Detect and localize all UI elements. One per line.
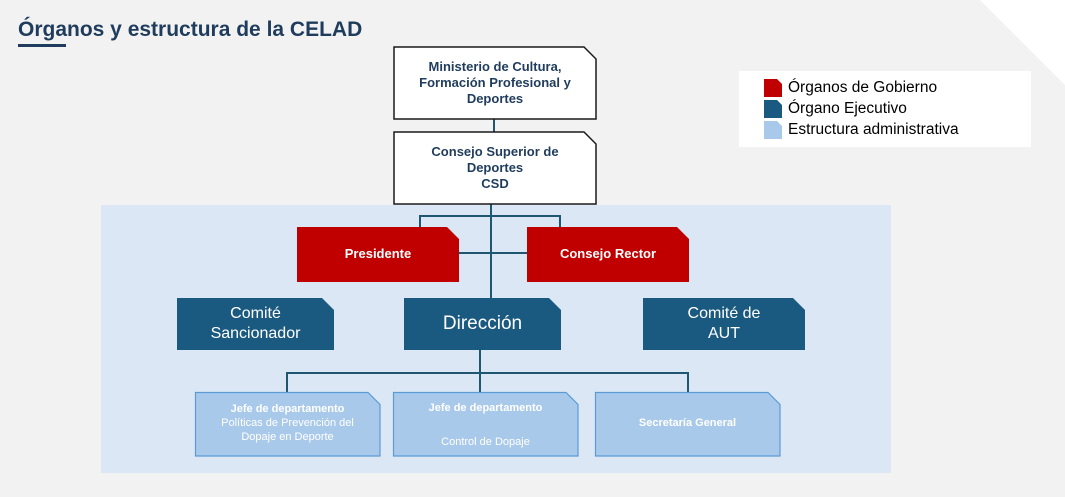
title-underline	[18, 44, 66, 47]
node-comite-aut: Comité de AUT	[643, 298, 805, 350]
node-consejo-rector: Consejo Rector	[527, 227, 689, 282]
legend-label-administrativa: Estructura administrativa	[788, 121, 959, 138]
node-secretaria-general: Secretaría General	[595, 392, 780, 456]
connector-consejo-rector	[559, 215, 561, 227]
connector-admin-horizontal	[286, 372, 689, 374]
legend-label-ejecutivo: Órgano Ejecutivo	[788, 100, 907, 117]
connector-csd-down	[490, 203, 492, 216]
connector-jefe1	[286, 372, 288, 392]
node-presidente: Presidente	[297, 227, 459, 282]
connector-presidente	[419, 215, 421, 227]
legend-item-administrativa: Estructura administrativa	[764, 121, 959, 139]
node-presidente-label: Presidente	[344, 246, 412, 262]
node-jefe-control: Jefe de departamento Control de Dopaje	[393, 392, 578, 456]
legend: Órganos de Gobierno Órgano Ejecutivo Est…	[739, 71, 1031, 147]
node-jefe-control-sub: Control de Dopaje	[441, 436, 530, 449]
node-secretaria-general-label: Secretaría General	[638, 417, 737, 430]
node-direccion: Dirección	[404, 298, 561, 350]
legend-swatch-gobierno	[764, 79, 782, 97]
node-jefe-politicas-sub: Políticas de Prevención del Dopaje en De…	[221, 417, 354, 443]
connector-direccion-down	[479, 349, 481, 373]
node-ministerio-label: Ministerio de Cultura, Formación Profesi…	[419, 58, 571, 107]
connector-secretaria	[687, 372, 689, 392]
node-jefe-control-title: Jefe de departamento	[428, 402, 543, 414]
connector-ministerio-csd	[493, 118, 495, 132]
node-consejo-rector-label: Consejo Rector	[559, 246, 657, 262]
legend-item-gobierno: Órganos de Gobierno	[764, 79, 937, 97]
node-direccion-label: Dirección	[442, 313, 523, 335]
connector-jefe2	[479, 372, 481, 392]
node-csd-acronym: CSD	[481, 176, 509, 192]
connector-center-vertical	[490, 215, 492, 300]
node-comite-sancionador-label: Comité Sancionador	[210, 305, 301, 342]
node-comite-aut-label: Comité de AUT	[687, 305, 761, 342]
node-csd-label: Consejo Superior de Deportes	[431, 143, 559, 175]
node-jefe-politicas-title: Jefe de departamento	[230, 403, 345, 416]
node-csd: Consejo Superior de Deportes CSD	[394, 132, 596, 204]
page-title: Órganos y estructura de la CELAD	[18, 18, 363, 41]
node-jefe-politicas: Jefe de departamento Políticas de Preven…	[195, 392, 380, 456]
legend-item-ejecutivo: Órgano Ejecutivo	[764, 100, 907, 118]
connector-gov-mid	[458, 252, 527, 254]
legend-swatch-ejecutivo	[764, 100, 782, 118]
legend-label-gobierno: Órganos de Gobierno	[788, 79, 938, 96]
node-ministerio: Ministerio de Cultura, Formación Profesi…	[394, 47, 596, 119]
legend-swatch-administrativa	[764, 121, 782, 139]
node-comite-sancionador: Comité Sancionador	[177, 298, 334, 350]
